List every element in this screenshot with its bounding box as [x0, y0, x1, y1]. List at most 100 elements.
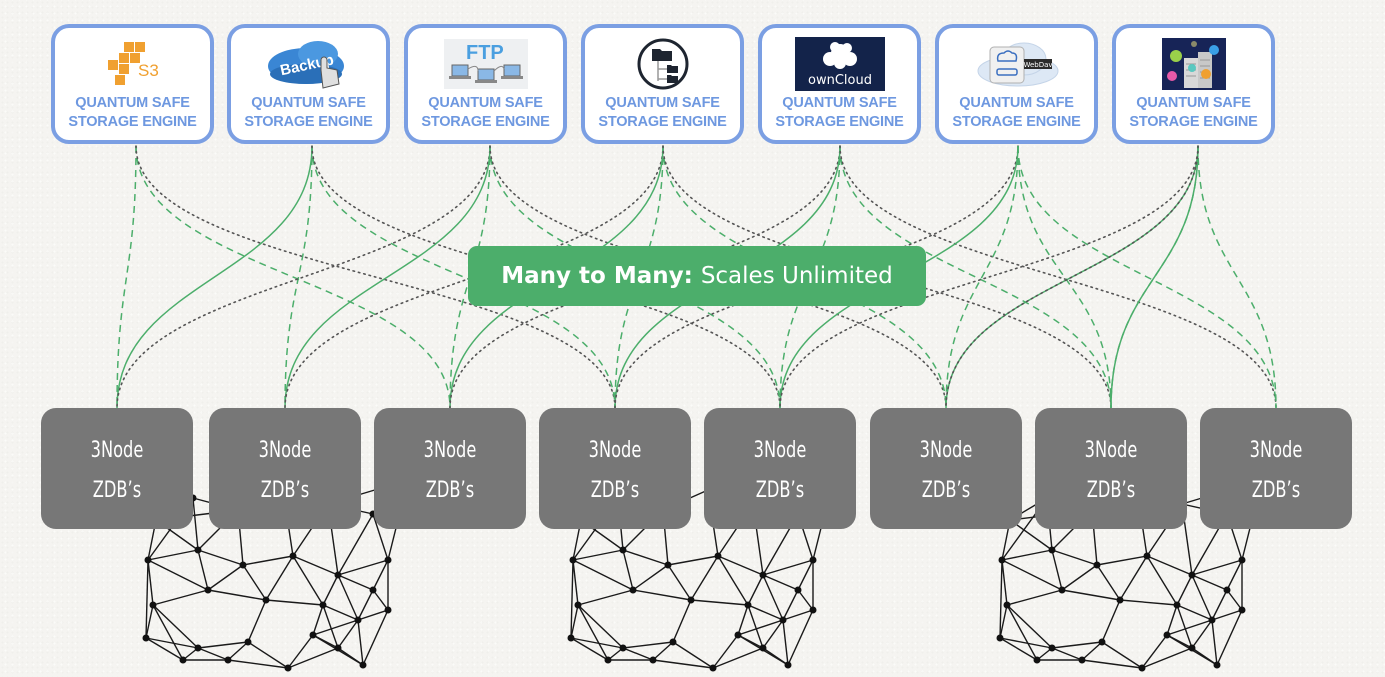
mesh-node — [1048, 644, 1056, 652]
mesh-node — [309, 631, 317, 639]
mesh-edge — [1176, 604, 1193, 649]
mesh-edge — [747, 604, 764, 649]
mesh-edge — [312, 604, 324, 636]
mesh-node — [144, 556, 152, 564]
mesh-edge — [337, 574, 359, 621]
mesh-edge — [337, 513, 374, 576]
mesh-node — [319, 601, 327, 609]
mesh-node — [1138, 664, 1146, 672]
svg-text:S3: S3 — [138, 61, 159, 80]
mesh-edge — [1096, 564, 1121, 601]
engine-title-line1: QUANTUM SAFE — [1136, 95, 1251, 111]
mesh-edge — [1226, 559, 1243, 591]
mesh-edge — [1191, 559, 1243, 576]
mesh-node — [284, 664, 292, 672]
svg-text:WebDav: WebDav — [1023, 61, 1052, 69]
mesh-node — [359, 661, 367, 669]
storage-engine-backup: Backup QUANTUM SAFE STORAGE ENGINE — [227, 24, 390, 144]
mesh-node — [759, 571, 767, 579]
mesh-edge — [572, 559, 634, 591]
mesh-edge — [265, 599, 324, 606]
mesh-node — [1098, 638, 1106, 646]
many-to-many-banner: Many to Many: Scales Unlimited — [468, 246, 926, 306]
mesh-edge — [737, 619, 784, 636]
mesh-node — [384, 556, 392, 564]
mesh-edge — [762, 559, 814, 576]
mesh-edge — [622, 549, 669, 566]
mesh-edge — [152, 589, 209, 606]
mesh-edge — [197, 641, 249, 649]
mesh-edge — [337, 559, 389, 576]
engine-title-line2: STORAGE ENGINE — [68, 114, 197, 130]
mesh-edge — [1051, 641, 1103, 649]
mesh-edge — [265, 555, 294, 601]
mesh-edge — [242, 564, 267, 601]
mesh-edge — [192, 497, 199, 551]
storage-engine-webdav: WebDav QUANTUM SAFE STORAGE ENGINE — [935, 24, 1098, 144]
mesh-node — [649, 656, 657, 664]
mesh-edge — [622, 647, 654, 661]
banner-bold-text: Many to Many: — [501, 263, 693, 289]
mesh-node — [354, 616, 362, 624]
mesh-edge — [372, 589, 389, 611]
engine-title-line2: STORAGE ENGINE — [1129, 114, 1258, 130]
mesh-node — [779, 616, 787, 624]
mesh-node — [1116, 596, 1124, 604]
mesh-edge — [357, 609, 389, 621]
ftp-icon: FTP — [443, 38, 528, 90]
connector-dot — [779, 145, 1199, 409]
mesh-node — [1078, 656, 1086, 664]
mesh-edge — [292, 555, 324, 606]
svg-text:FTP: FTP — [466, 42, 504, 64]
mesh-node — [687, 596, 695, 604]
mesh-node — [759, 644, 767, 652]
mesh-node — [664, 561, 672, 569]
mesh-edge — [1001, 559, 1063, 591]
mesh-edge — [672, 599, 692, 643]
connector-dash — [311, 145, 616, 409]
mesh-edge — [782, 619, 789, 666]
mesh-edge — [577, 604, 609, 661]
mesh-edge — [147, 559, 209, 591]
mesh-edge — [667, 564, 692, 601]
node-line2: ZDB’s — [1251, 478, 1301, 503]
mesh-node — [809, 606, 817, 614]
mesh-edge — [577, 604, 624, 649]
mesh-edge — [322, 574, 339, 606]
mesh-node — [1213, 661, 1221, 669]
mesh-node — [204, 586, 212, 594]
mesh-node — [1033, 656, 1041, 664]
mesh-edge — [1166, 604, 1178, 636]
mesh-edge — [1176, 604, 1213, 621]
mesh-node — [809, 556, 817, 564]
mesh-edge — [1226, 589, 1243, 611]
mesh-edge — [782, 589, 799, 621]
mesh-edge — [747, 574, 764, 606]
node-line1: 3Node — [90, 438, 144, 463]
mesh-edge — [1006, 589, 1063, 606]
node-line2: ZDB’s — [92, 478, 142, 503]
engine-title-line1: QUANTUM SAFE — [605, 95, 720, 111]
mesh-edge — [999, 559, 1003, 639]
storage-engine-owncloud: ownCloud QUANTUM SAFE STORAGE ENGINE — [758, 24, 921, 144]
mesh-node — [567, 634, 575, 642]
node-line2: ZDB’s — [425, 478, 475, 503]
node-line1: 3Node — [919, 438, 973, 463]
mesh-node — [384, 606, 392, 614]
mesh-edge — [712, 634, 739, 669]
mesh-edge — [357, 619, 364, 666]
engine-title-line1: QUANTUM SAFE — [75, 95, 190, 111]
mesh-edge — [712, 647, 764, 669]
banner-normal-text: Scales Unlimited — [700, 263, 893, 289]
mesh-node — [996, 634, 1004, 642]
mesh-edge — [667, 555, 719, 566]
mesh-edge — [247, 641, 289, 669]
mesh-node — [1238, 556, 1246, 564]
mesh-edge — [622, 641, 674, 649]
mesh-edge — [227, 641, 249, 661]
node-line1: 3Node — [258, 438, 312, 463]
mesh-node — [334, 571, 342, 579]
mesh-edge — [762, 574, 784, 621]
mesh-node — [194, 546, 202, 554]
